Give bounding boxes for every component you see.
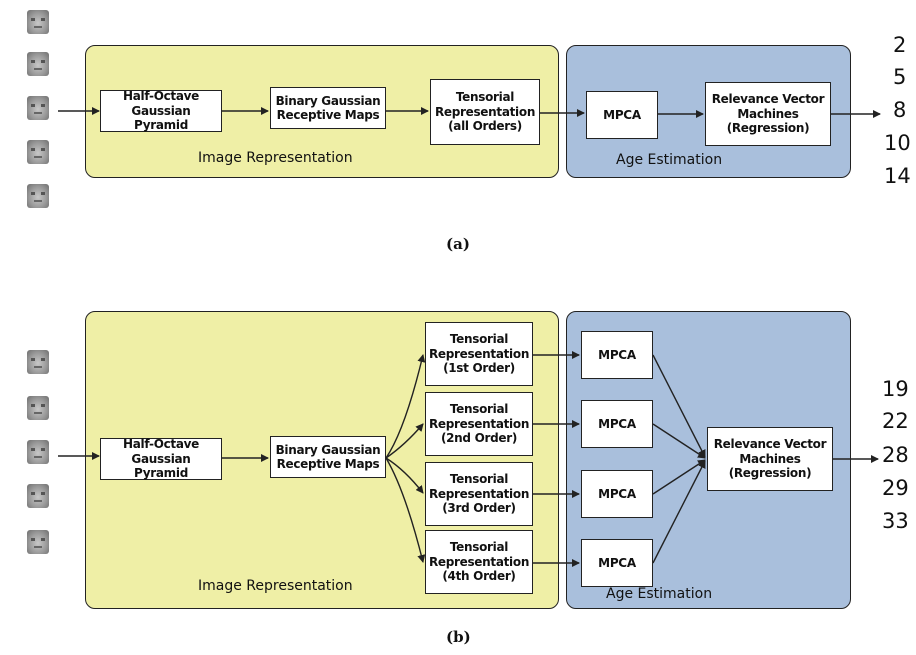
face-image (27, 484, 49, 508)
age-value: 5 (893, 65, 907, 89)
arrow-mpca3-rvm (652, 459, 706, 495)
mpca-box-4: MPCA (581, 539, 653, 587)
age-value: 14 (884, 164, 911, 188)
age-value: 22 (882, 409, 909, 433)
face-image (27, 530, 49, 554)
age-value: 19 (882, 377, 909, 401)
caption-a: (a) (446, 235, 470, 253)
arrow-receptive-t4 (385, 457, 426, 563)
image-representation-label: Image Representation (198, 578, 353, 594)
arrow-receptive-t3 (385, 457, 424, 494)
receptive-maps-box: Binary Gaussian Receptive Maps (270, 87, 386, 129)
arrow-mpca1-rvm (652, 354, 706, 458)
age-estimation-label: Age Estimation (616, 152, 723, 168)
tensorial-2nd-order-box: Tensorial Representation (2nd Order) (425, 392, 533, 456)
tensorial-1st-order-box: Tensorial Representation (1st Order) (425, 322, 533, 386)
rvm-box: Relevance Vector Machines (Regression) (707, 427, 833, 491)
mpca-box-1: MPCA (581, 331, 653, 379)
age-value: 8 (893, 98, 907, 122)
age-value: 29 (882, 476, 909, 500)
gaussian-pyramid-box: Half-Octave Gaussian Pyramid (100, 437, 222, 480)
face-image (27, 440, 49, 464)
mpca-box-2: MPCA (581, 400, 653, 448)
mpca-box-3: MPCA (581, 470, 653, 518)
arrow-mpca2-rvm (652, 423, 706, 459)
age-value: 2 (893, 33, 907, 57)
face-image (27, 350, 49, 374)
caption-b: (b) (446, 628, 471, 646)
age-estimation-label: Age Estimation (606, 586, 713, 602)
face-image (27, 140, 49, 164)
age-value: 28 (882, 443, 909, 467)
rvm-box: Relevance Vector Machines (Regression) (705, 82, 831, 146)
face-image (27, 396, 49, 420)
face-image (27, 10, 49, 34)
arrow-receptive-t1 (385, 354, 426, 459)
arrow-receptive-t2 (385, 423, 424, 459)
tensorial-3rd-order-box: Tensorial Representation (3rd Order) (425, 462, 533, 526)
gaussian-pyramid-box: Half-Octave Gaussian Pyramid (100, 89, 222, 132)
face-image (27, 184, 49, 208)
tensorial-4th-order-box: Tensorial Representation (4th Order) (425, 530, 533, 594)
receptive-maps-box: Binary Gaussian Receptive Maps (270, 436, 386, 478)
face-image (27, 52, 49, 76)
age-value: 10 (884, 131, 911, 155)
image-representation-label: Image Representation (198, 150, 353, 166)
arrow-mpca4-rvm (652, 460, 706, 564)
age-value: 33 (882, 509, 909, 533)
mpca-box: MPCA (586, 91, 658, 139)
tensorial-representation-box: Tensorial Representation (all Orders) (430, 79, 540, 145)
face-image (27, 96, 49, 120)
